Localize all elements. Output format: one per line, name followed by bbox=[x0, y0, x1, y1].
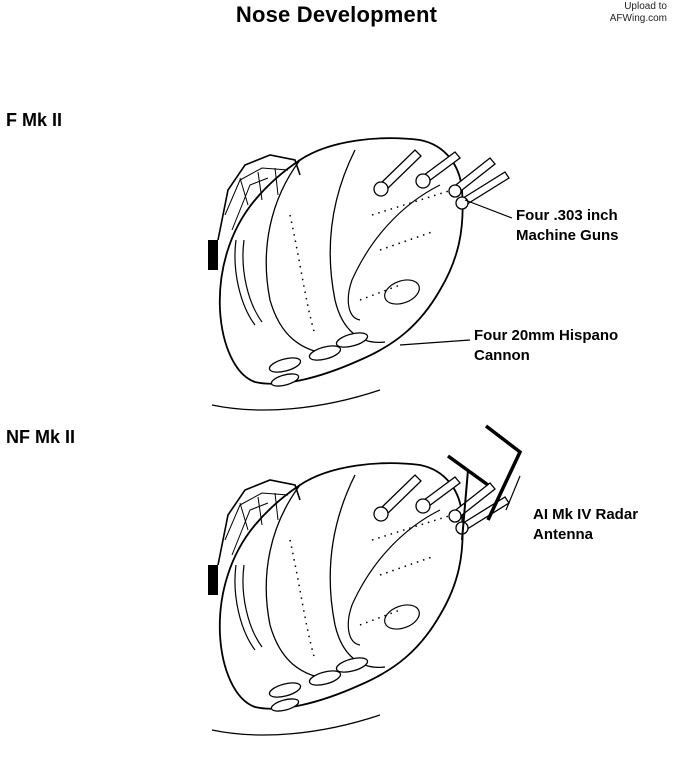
leader-line-machine-guns bbox=[464, 199, 513, 219]
page-title: Nose Development bbox=[235, 2, 438, 27]
watermark-line-1: Upload to bbox=[624, 1, 667, 12]
callout-hispano-cannon: Four 20mm Hispano Cannon bbox=[474, 326, 618, 366]
callout-hispano-cannon-line-2: Cannon bbox=[474, 347, 530, 364]
radar-antenna-drawing bbox=[446, 424, 523, 541]
leader-line-radar bbox=[505, 475, 521, 511]
callout-radar-antenna-line-1: AI Mk IV Radar bbox=[533, 506, 639, 523]
callout-machine-guns-line-1: Four .303 inch bbox=[516, 207, 618, 224]
watermark: Upload to AFWing.com bbox=[610, 1, 667, 25]
watermark-line-2: AFWing.com bbox=[609, 13, 667, 24]
nf-mk-ii-nose-drawing bbox=[207, 462, 510, 736]
callout-machine-guns: Four .303 inch Machine Guns bbox=[516, 206, 619, 246]
callout-radar-antenna-line-2: Antenna bbox=[533, 526, 593, 543]
f-mk-ii-nose-drawing bbox=[207, 137, 510, 411]
callout-hispano-cannon-line-1: Four 20mm Hispano bbox=[474, 327, 619, 344]
section-label-nf-mk-ii: NF Mk II bbox=[6, 427, 76, 447]
callout-radar-antenna: AI Mk IV Radar Antenna bbox=[533, 505, 638, 545]
section-label-f-mk-ii: F Mk II bbox=[6, 110, 63, 130]
callout-machine-guns-line-2: Machine Guns bbox=[516, 227, 619, 244]
leader-line-cannon bbox=[399, 339, 471, 346]
